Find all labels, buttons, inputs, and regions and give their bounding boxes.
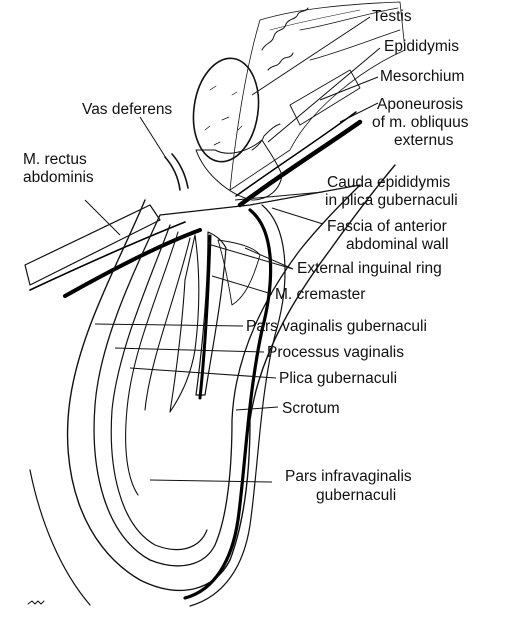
label-aponeurosis-2: of m. obliquus [372,114,469,131]
label-fascia-1: Fascia of anterior [327,218,447,235]
rectus-abdominis [25,205,160,285]
pampiniform-plexus [262,8,308,50]
label-cauda-1: Cauda epididymis [327,174,450,191]
label-pars-infravaginalis-2: gubernaculi [316,487,396,504]
label-testis: Testis [372,8,412,25]
label-rectus-2: abdominis [23,169,94,186]
label-fascia-2: abdominal wall [346,236,449,253]
artist-mark [28,601,44,604]
label-cauda-2: in plica gubernaculi [325,192,458,209]
label-cremaster: M. cremaster [275,286,365,303]
cremaster-band [196,232,226,395]
label-external-inguinal-ring: External inguinal ring [297,260,442,277]
epididymis-mass [196,140,282,200]
cremaster-shade [218,240,260,305]
label-pars-vaginalis: Pars vaginalis gubernaculi [246,318,427,335]
label-rectus-1: M. rectus [23,151,87,168]
label-vas-deferens: Vas deferens [82,101,172,118]
label-aponeurosis-1: Aponeurosis [377,96,463,113]
label-mesorchium: Mesorchium [380,68,464,85]
label-pars-infravaginalis-1: Pars infravaginalis [285,468,412,485]
plica-gubernaculi [170,235,199,412]
label-plica-gubernaculi: Plica gubernaculi [279,370,397,387]
label-epididymis: Epididymis [384,38,459,55]
label-aponeurosis-3: externus [394,132,454,149]
abdominal-wall-line [65,230,200,296]
label-scrotum: Scrotum [282,400,340,417]
label-processus-vaginalis: Processus vaginalis [267,344,404,361]
